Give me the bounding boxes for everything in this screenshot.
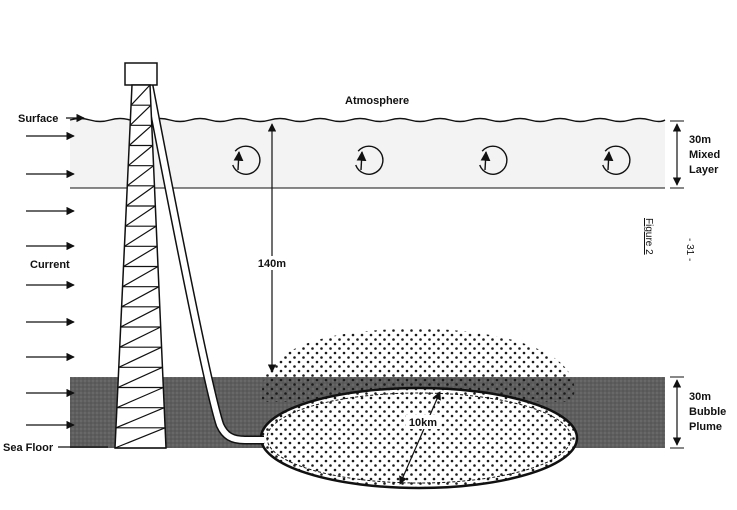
tower-brace [114, 427, 166, 449]
depth-label-bg [255, 256, 289, 270]
bubble-plume-label-3: Plume [689, 421, 722, 433]
tower-brace [125, 185, 155, 207]
tower-brace [122, 265, 159, 288]
tower-brace [119, 326, 161, 348]
tower-brace [124, 225, 157, 247]
circular-arrow-icon [479, 145, 508, 175]
eddy-group [232, 145, 631, 175]
tower-brace [118, 346, 162, 368]
tower-cap [124, 62, 158, 86]
current-label: Current [30, 259, 70, 271]
tower-brace [115, 407, 165, 429]
sea-floor-label: Sea Floor [3, 442, 54, 454]
mixed-layer-label-1: 30m [689, 134, 711, 146]
page-number: - 31 - [684, 238, 695, 261]
tower-brace [120, 306, 161, 328]
depth-label: 140m [258, 258, 286, 270]
tower-brace [117, 366, 163, 389]
tower-brace [127, 145, 154, 167]
tower-brace [126, 165, 154, 187]
tower-brace [116, 386, 164, 409]
circular-arrow-icon [232, 145, 261, 175]
figure-caption: Figure 2 [643, 218, 654, 255]
tower-brace [125, 205, 156, 227]
bubble-plume-label-2: Bubble [689, 406, 726, 418]
circular-arrow-icon [602, 145, 631, 175]
circular-arrow-icon [355, 145, 384, 175]
mixed-layer-label-2: Mixed [689, 149, 720, 161]
plume-diameter-arrow [399, 391, 441, 485]
plume-diameter-bg [406, 415, 440, 429]
bubble-cloud [262, 328, 575, 402]
atmosphere-label: Atmosphere [345, 95, 409, 107]
plume-diameter-label: 10km [409, 417, 437, 429]
tower-brace [128, 124, 153, 146]
lattice-tower [114, 62, 167, 449]
tower-brace [123, 245, 158, 268]
tower-brace [121, 286, 160, 308]
mixed-layer-label-3: Layer [689, 164, 719, 176]
surface-label: Surface [18, 113, 58, 125]
gas-pipe-inner [145, 79, 264, 443]
tower-brace [129, 104, 152, 126]
tower-brace [130, 84, 151, 106]
sea-surface-line [69, 117, 666, 123]
current-arrows [26, 131, 75, 430]
bubble-plume-label-1: 30m [689, 391, 711, 403]
